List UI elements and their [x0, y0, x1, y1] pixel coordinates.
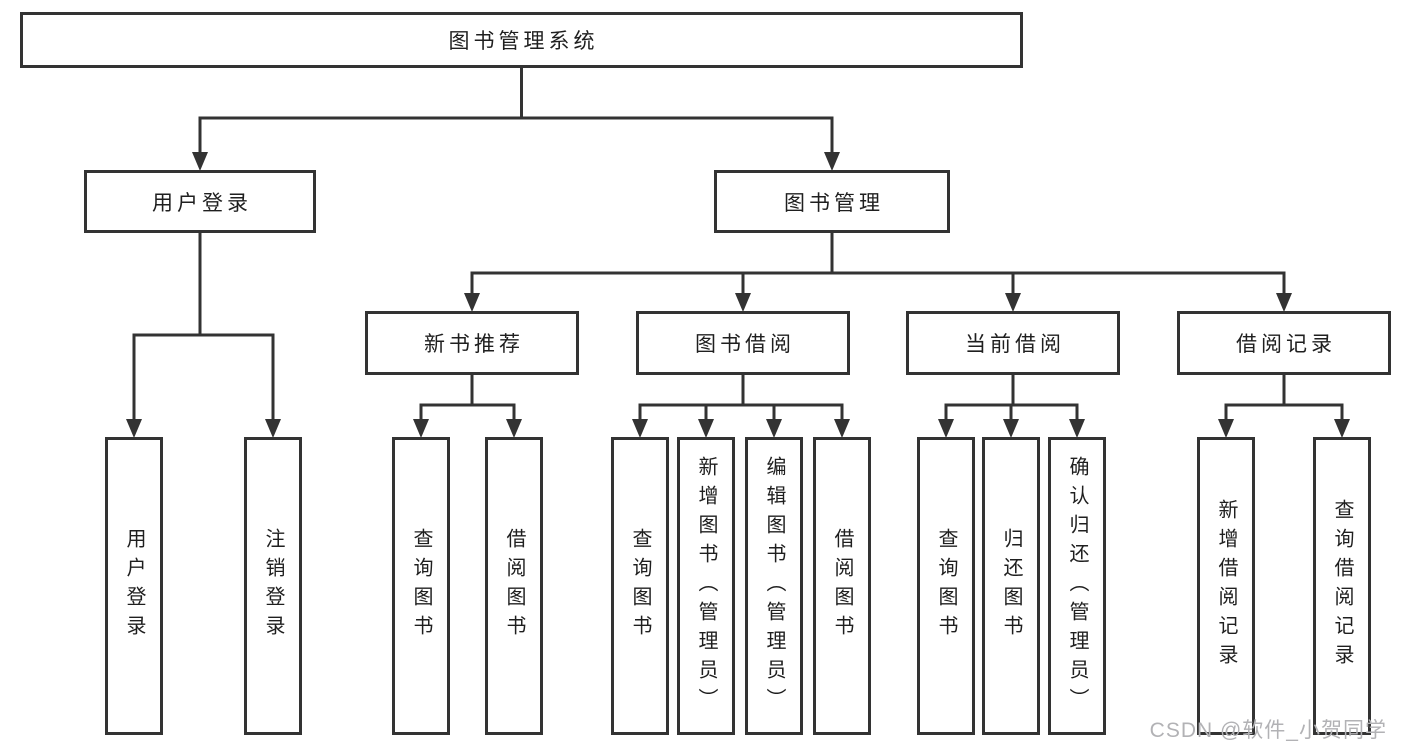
- leaf-borrow-add-book-admin: 新增图书（管理员）: [677, 437, 735, 735]
- leaf-borrow-query-book: 查询图书: [611, 437, 669, 735]
- leaf-record-query-borrow-record: 查询借阅记录: [1313, 437, 1371, 735]
- node-current-borrowing: 当前借阅: [906, 311, 1120, 375]
- node-borrowing-records: 借阅记录: [1177, 311, 1391, 375]
- leaf-logout: 注销登录: [244, 437, 302, 735]
- leaf-borrow-borrow-book: 借阅图书: [813, 437, 871, 735]
- node-library-management-system: 图书管理系统: [20, 12, 1023, 68]
- leaf-newbook-borrow-book: 借阅图书: [485, 437, 543, 735]
- node-book-borrowing: 图书借阅: [636, 311, 850, 375]
- leaf-current-return-book: 归还图书: [982, 437, 1040, 735]
- leaf-current-query-book: 查询图书: [917, 437, 975, 735]
- leaf-user-login: 用户登录: [105, 437, 163, 735]
- leaf-newbook-query-book: 查询图书: [392, 437, 450, 735]
- leaf-borrow-edit-book-admin: 编辑图书（管理员）: [745, 437, 803, 735]
- node-user-login: 用户登录: [84, 170, 316, 233]
- node-book-management: 图书管理: [714, 170, 950, 233]
- leaf-current-confirm-return-admin: 确认归还（管理员）: [1048, 437, 1106, 735]
- node-new-book-recommend: 新书推荐: [365, 311, 579, 375]
- leaf-record-add-borrow-record: 新增借阅记录: [1197, 437, 1255, 735]
- watermark: CSDN @软件_小贺同学: [1149, 719, 1387, 742]
